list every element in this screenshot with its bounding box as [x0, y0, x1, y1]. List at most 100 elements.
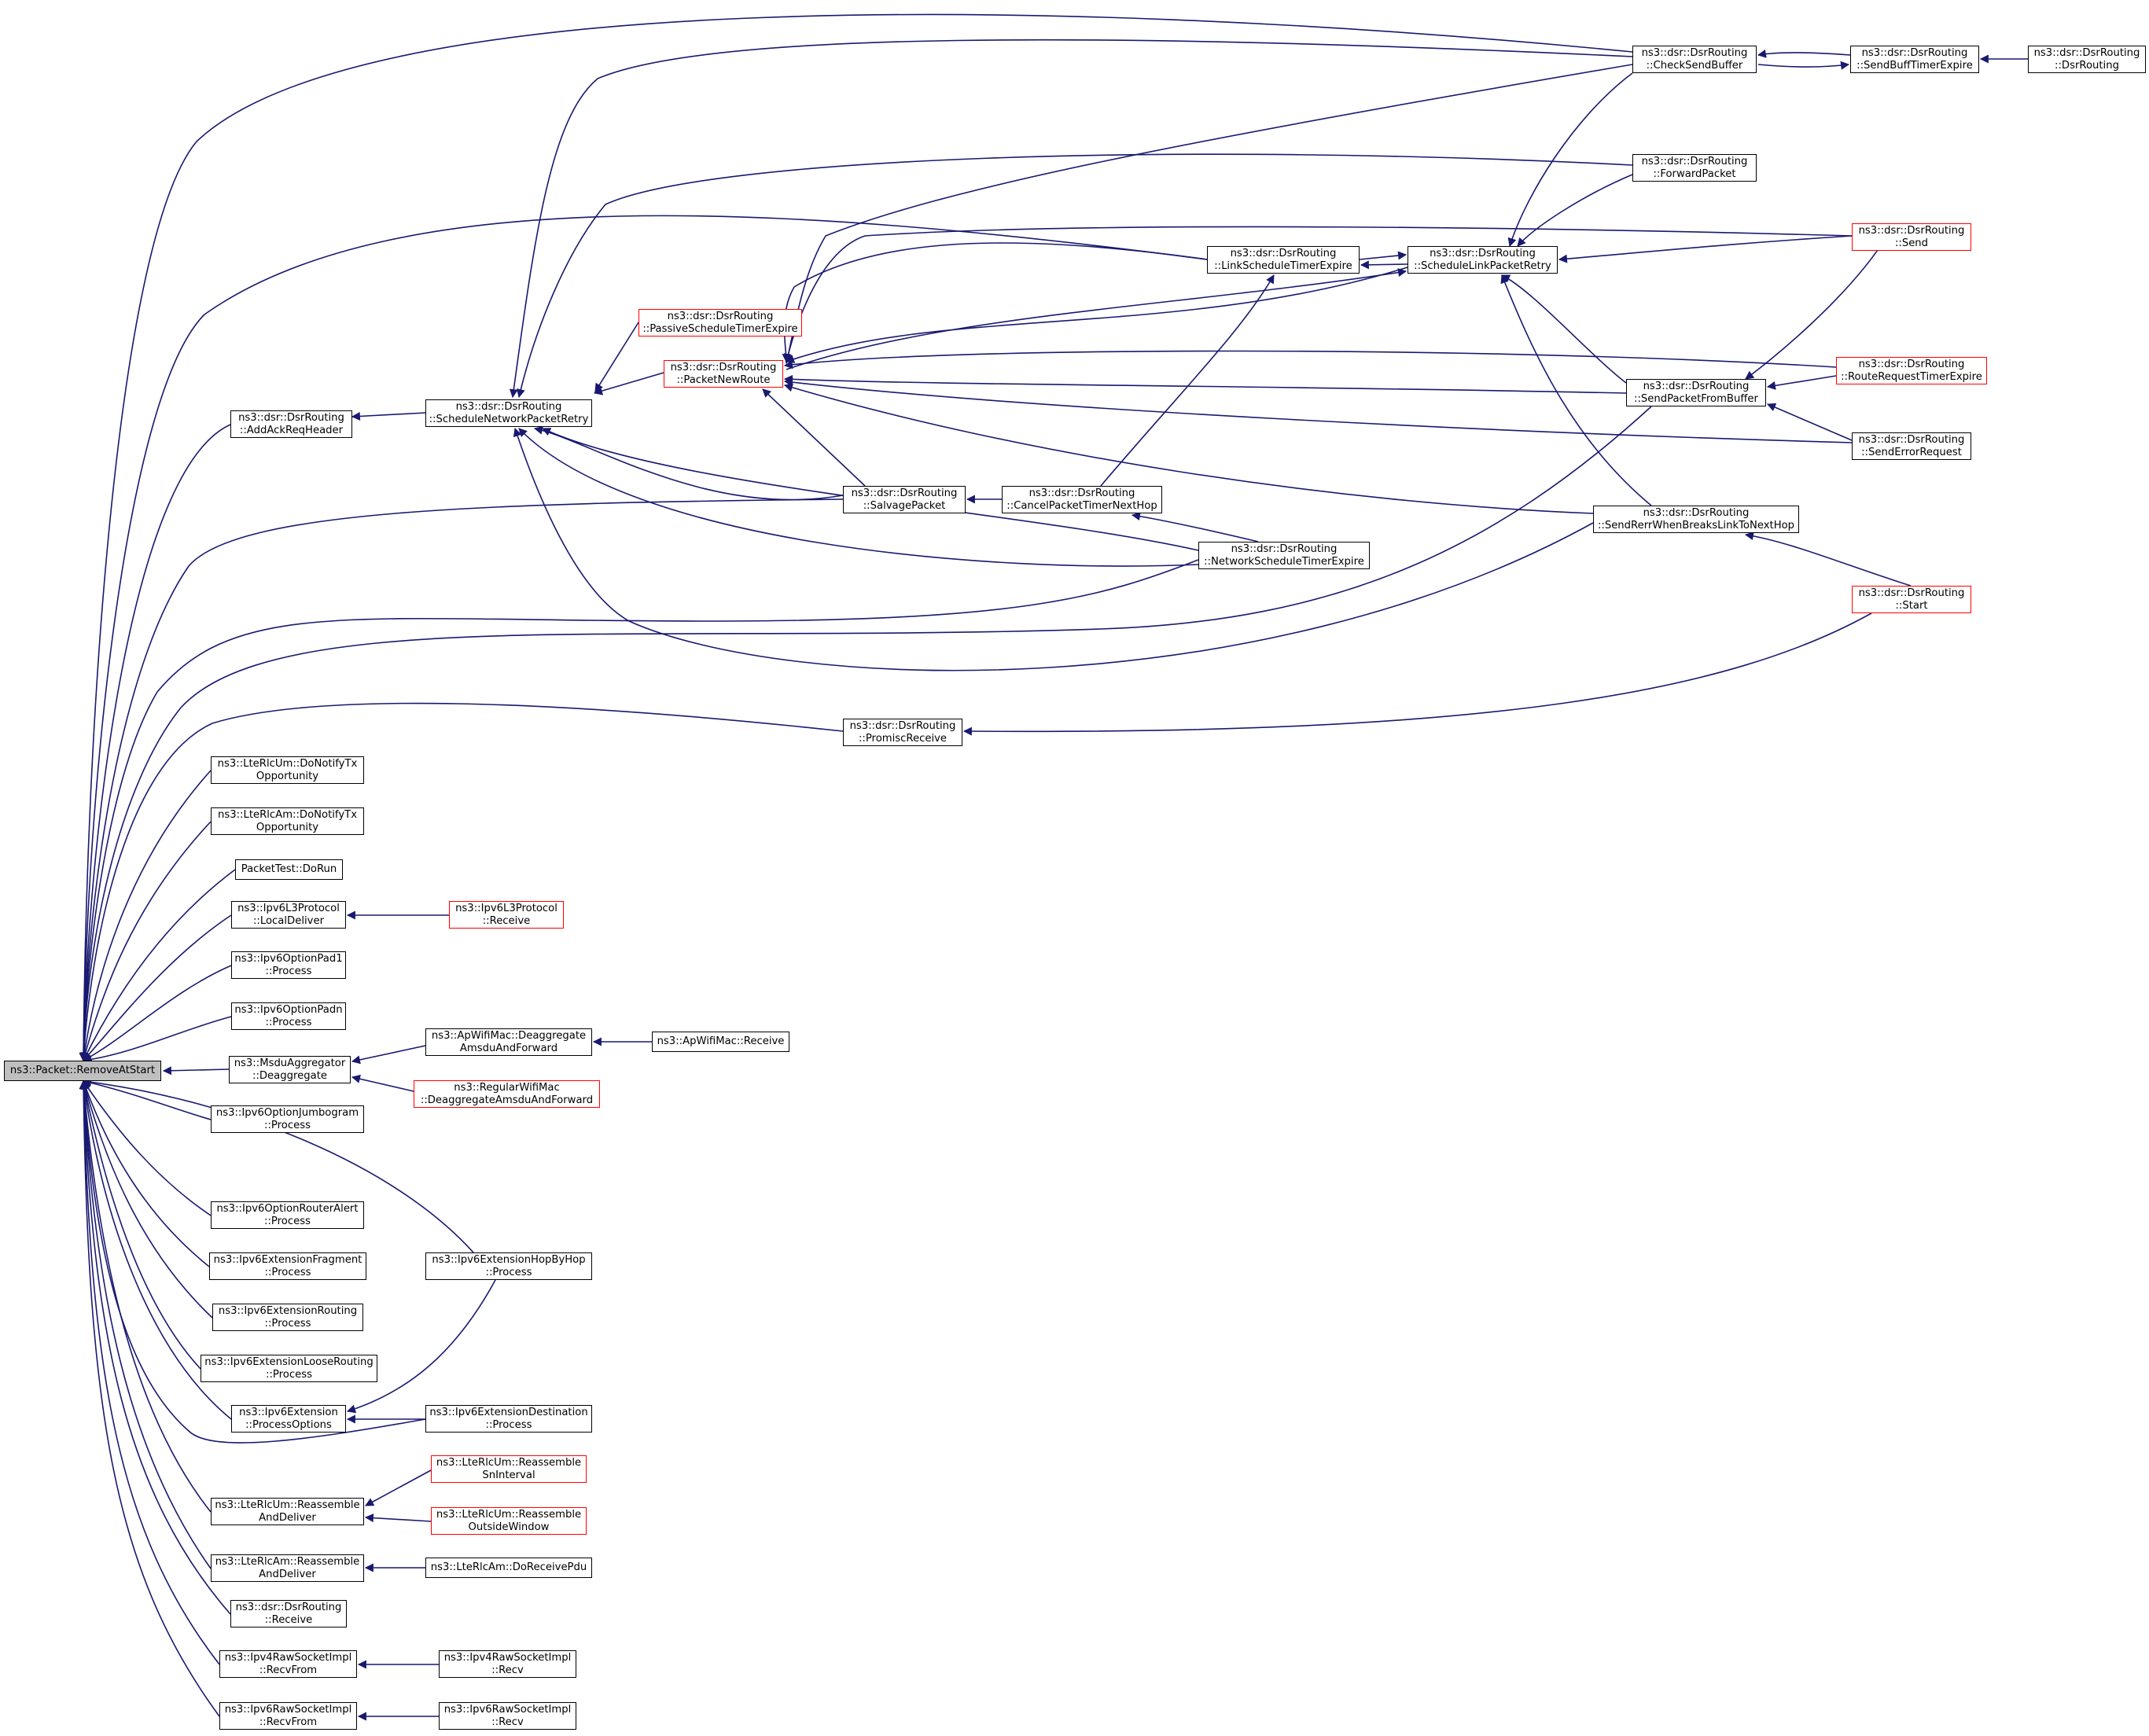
node-dsr-link-schedule-timer-expire[interactable]: ns3::dsr::DsrRouting ::LinkScheduleTimer…: [1207, 246, 1360, 274]
node-label-line: ::SendRerrWhenBreaksLinkToNextHop: [1597, 519, 1795, 531]
node-label-line: ns3::MsduAggregator: [234, 1057, 346, 1069]
node-dsr-add-ack-req-header[interactable]: ns3::dsr::DsrRouting ::AddAckReqHeader: [230, 410, 352, 438]
node-ipv6-l3-receive[interactable]: ns3::Ipv6L3Protocol ::Receive: [449, 901, 564, 929]
node-ipv4-raw-socket-recv[interactable]: ns3::Ipv4RawSocketImpl ::Recv: [439, 1650, 576, 1678]
node-dsr-network-schedule-timer-expire[interactable]: ns3::dsr::DsrRouting ::NetworkScheduleTi…: [1198, 542, 1370, 569]
node-label-line: ns3::Ipv6Extension: [239, 1406, 338, 1418]
node-label-line: ::DsrRouting: [2055, 59, 2119, 72]
call-edge: [83, 914, 232, 1061]
call-edge: [83, 869, 236, 1061]
node-ipv6-l3-local-deliver[interactable]: ns3::Ipv6L3Protocol ::LocalDeliver: [231, 901, 346, 929]
node-label-line: ns3::Ipv6ExtensionFragment: [213, 1253, 362, 1266]
node-packet-remove-at-start: ns3::Packet::RemoveAtStart: [4, 1061, 161, 1081]
call-edge: [783, 383, 1594, 514]
node-ipv6-option-router-alert[interactable]: ns3::Ipv6OptionRouterAlert ::Process: [211, 1201, 364, 1229]
node-ipv6-extension-loose-routing[interactable]: ns3::Ipv6ExtensionLooseRouting ::Process: [201, 1355, 377, 1382]
call-edge: [783, 64, 1633, 365]
node-dsr-check-send-buffer[interactable]: ns3::dsr::DsrRouting ::CheckSendBuffer: [1632, 46, 1757, 73]
node-ipv6-extension-destination[interactable]: ns3::Ipv6ExtensionDestination ::Process: [425, 1405, 592, 1433]
node-label-line: ::Receive: [482, 914, 531, 927]
node-dsr-send-buff-timer-expire[interactable]: ns3::dsr::DsrRouting ::SendBuffTimerExpi…: [1850, 46, 1979, 73]
node-lte-rlc-um-reassemble-sn-interval[interactable]: ns3::LteRlcUm::Reassemble SnInterval: [431, 1455, 587, 1483]
node-label-line: ::NetworkScheduleTimerExpire: [1204, 555, 1364, 568]
node-ipv6-extension-fragment[interactable]: ns3::Ipv6ExtensionFragment ::Process: [209, 1252, 366, 1280]
call-edge: [516, 153, 1633, 399]
node-ipv6-raw-socket-recv-from[interactable]: ns3::Ipv6RawSocketImpl ::RecvFrom: [219, 1702, 357, 1730]
node-ipv6-extension-hop-by-hop[interactable]: ns3::Ipv6ExtensionHopByHop ::Process: [425, 1252, 592, 1280]
node-lte-rlc-am-do-notify-tx-opportunity[interactable]: ns3::LteRlcAm::DoNotifyTx Opportunity: [211, 807, 364, 835]
node-label-line: ::LinkScheduleTimerExpire: [1214, 259, 1352, 272]
node-ipv6-option-padn[interactable]: ns3::Ipv6OptionPadn ::Process: [231, 1002, 346, 1030]
call-edge: [1131, 512, 1259, 542]
node-label-line: ::CancelPacketTimerNextHop: [1006, 499, 1157, 512]
node-dsr-forward-packet[interactable]: ns3::dsr::DsrRouting ::ForwardPacket: [1632, 154, 1757, 182]
call-edge: [783, 374, 1627, 394]
node-msdu-aggregator-deaggregate[interactable]: ns3::MsduAggregator ::Deaggregate: [229, 1056, 351, 1083]
node-dsr-receive[interactable]: ns3::dsr::DsrRouting ::Receive: [230, 1600, 347, 1628]
node-lte-rlc-um-reassemble-and-deliver[interactable]: ns3::LteRlcUm::Reassemble AndDeliver: [211, 1498, 364, 1525]
node-label-line: ns3::dsr::DsrRouting: [455, 400, 562, 413]
node-label-line: ns3::dsr::DsrRouting: [1861, 46, 1968, 59]
node-label-line: ns3::dsr::DsrRouting: [1643, 380, 1750, 392]
node-ap-wifi-mac-receive[interactable]: ns3::ApWifiMac::Receive: [652, 1032, 789, 1052]
call-edge: [1517, 174, 1633, 247]
node-dsr-schedule-network-packet-retry[interactable]: ns3::dsr::DsrRouting ::ScheduleNetworkPa…: [425, 399, 592, 427]
node-dsr-send-error-request[interactable]: ns3::dsr::DsrRouting ::SendErrorRequest: [1852, 432, 1971, 460]
node-label-line: ns3::dsr::DsrRouting: [667, 310, 774, 322]
call-edge: [962, 612, 1872, 736]
node-dsr-passive-schedule-timer-expire[interactable]: ns3::dsr::DsrRouting ::PassiveScheduleTi…: [638, 309, 802, 337]
node-label-line: ns3::dsr::DsrRouting: [2033, 46, 2140, 59]
node-packet-test-do-run[interactable]: PacketTest::DoRun: [235, 859, 343, 880]
call-edge: [1507, 72, 1633, 248]
node-ipv6-option-jumbogram[interactable]: ns3::Ipv6OptionJumbogram ::Process: [211, 1105, 364, 1133]
node-dsr-send-rerr-when-breaks-link[interactable]: ns3::dsr::DsrRouting ::SendRerrWhenBreak…: [1593, 506, 1799, 533]
node-ipv6-raw-socket-recv[interactable]: ns3::Ipv6RawSocketImpl ::Recv: [439, 1702, 576, 1730]
node-dsr-send-packet-from-buffer[interactable]: ns3::dsr::DsrRouting ::SendPacketFromBuf…: [1626, 379, 1766, 406]
call-edge: [79, 1079, 220, 1665]
call-edge: [79, 702, 844, 1062]
node-label-line: ns3::Ipv4RawSocketImpl: [443, 1651, 572, 1664]
call-edge: [1500, 274, 1652, 506]
node-label-line: ::SendBuffTimerExpire: [1856, 59, 1973, 72]
node-dsr-route-request-timer-expire[interactable]: ns3::dsr::DsrRouting ::RouteRequestTimer…: [1836, 357, 1987, 384]
call-edge: [783, 377, 1853, 443]
node-label-line: ns3::dsr::DsrRouting: [1643, 506, 1750, 519]
call-edge: [1745, 235, 1888, 380]
node-label-line: ::SalvagePacket: [863, 499, 946, 512]
node-dsr-schedule-link-packet-retry[interactable]: ns3::dsr::DsrRouting ::ScheduleLinkPacke…: [1408, 246, 1558, 274]
call-edge: [782, 242, 1208, 363]
call-edge: [594, 322, 639, 392]
node-ap-wifi-mac-deaggregate[interactable]: ns3::ApWifiMac::Deaggregate AmsduAndForw…: [425, 1028, 592, 1056]
node-label-line: ::Send: [1894, 237, 1929, 249]
node-ipv6-extension-routing[interactable]: ns3::Ipv6ExtensionRouting ::Process: [212, 1304, 363, 1331]
node-regular-wifi-mac-deaggregate[interactable]: ns3::RegularWifiMac ::DeaggregateAmsduAn…: [414, 1080, 600, 1108]
node-dsr-packet-new-route[interactable]: ns3::dsr::DsrRouting ::PacketNewRoute: [664, 360, 783, 388]
node-dsr-salvage-packet[interactable]: ns3::dsr::DsrRouting ::SalvagePacket: [843, 486, 966, 513]
node-dsr-promisc-receive[interactable]: ns3::dsr::DsrRouting ::PromiscReceive: [843, 719, 962, 746]
node-lte-rlc-um-do-notify-tx-opportunity[interactable]: ns3::LteRlcUm::DoNotifyTx Opportunity: [211, 756, 364, 784]
node-label-line: ns3::dsr::DsrRouting: [851, 487, 958, 499]
call-edge: [82, 1077, 474, 1253]
node-lte-rlc-am-reassemble-and-deliver[interactable]: ns3::LteRlcAm::Reassemble AndDeliver: [211, 1554, 364, 1582]
call-edge: [83, 1080, 212, 1216]
node-label-line: ns3::Ipv6L3Protocol: [455, 902, 557, 914]
node-ipv4-raw-socket-recv-from[interactable]: ns3::Ipv4RawSocketImpl ::RecvFrom: [219, 1650, 357, 1678]
node-label-line: ::RecvFrom: [259, 1664, 318, 1676]
node-ipv6-extension-process-options[interactable]: ns3::Ipv6Extension ::ProcessOptions: [231, 1405, 346, 1433]
node-lte-rlc-um-reassemble-outside-window[interactable]: ns3::LteRlcUm::Reassemble OutsideWindow: [431, 1507, 587, 1535]
call-edge: [1757, 49, 1851, 58]
node-label-line: ::Process: [264, 1215, 311, 1227]
node-lte-rlc-am-do-receive-pdu[interactable]: ns3::LteRlcAm::DoReceivePdu: [425, 1558, 592, 1578]
node-dsr-dsr-routing[interactable]: ns3::dsr::DsrRouting ::DsrRouting: [2028, 46, 2146, 73]
node-label-line: ::ScheduleLinkPacketRetry: [1414, 259, 1551, 272]
node-ipv6-option-pad1[interactable]: ns3::Ipv6OptionPad1 ::Process: [231, 951, 346, 979]
call-edge: [365, 1469, 432, 1506]
node-dsr-cancel-packet-timer-next-hop[interactable]: ns3::dsr::DsrRouting ::CancelPacketTimer…: [1002, 486, 1162, 513]
node-dsr-start[interactable]: ns3::dsr::DsrRouting ::Start: [1852, 586, 1971, 613]
call-edge: [518, 428, 1199, 567]
node-label-line: ns3::Ipv6ExtensionHopByHop: [432, 1253, 586, 1266]
call-edge: [351, 1074, 414, 1092]
node-label-line: ns3::RegularWifiMac: [454, 1081, 560, 1094]
node-dsr-send[interactable]: ns3::dsr::DsrRouting ::Send: [1852, 223, 1971, 251]
